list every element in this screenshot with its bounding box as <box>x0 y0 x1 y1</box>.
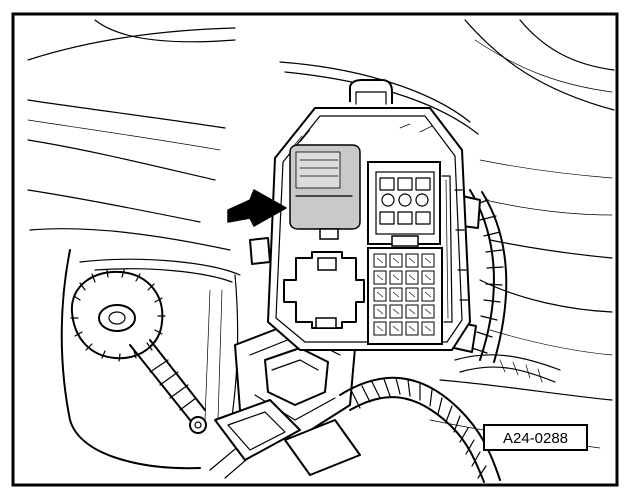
reference-code-box <box>483 424 588 451</box>
fuse-relay-box <box>249 79 481 353</box>
pointer-arrow <box>227 189 287 227</box>
reference-code-label: A24-0288 <box>503 430 568 447</box>
